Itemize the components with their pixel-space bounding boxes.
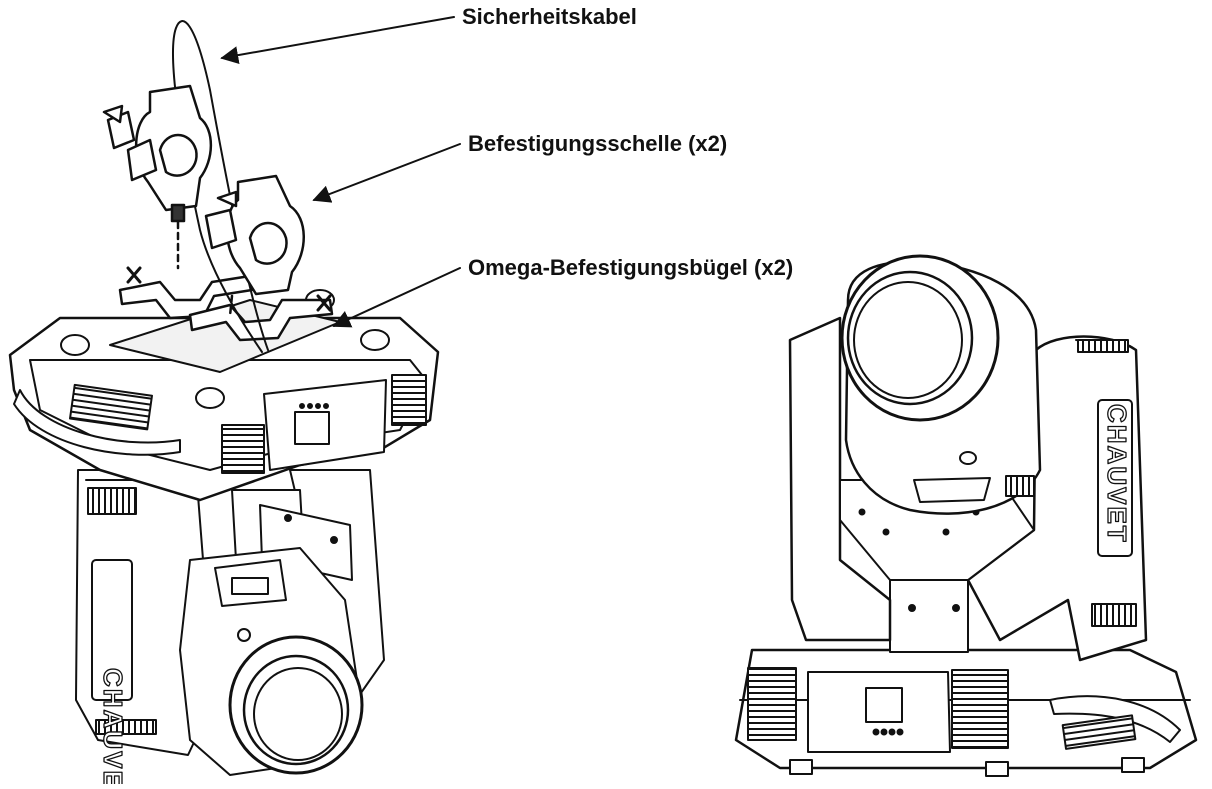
label-clamp: Befestigungsschelle (x2)	[468, 131, 728, 156]
inverted-moving-head: CHAUVET	[8, 20, 440, 789]
standing-moving-head: CHAUVET	[734, 254, 1198, 777]
leader-omega-bracket	[332, 267, 461, 328]
omega-bracket	[188, 298, 334, 342]
leader-clamp	[312, 143, 461, 203]
label-safety-cable: Sicherheitskabel	[462, 4, 637, 29]
brand-text-left: CHAUVET	[98, 668, 128, 784]
brand-text-right: CHAUVET	[1102, 404, 1132, 544]
label-omega-bracket: Omega-Befestigungsbügel (x2)	[468, 255, 794, 280]
clamp-lower	[204, 174, 305, 318]
omega-bracket	[118, 274, 254, 320]
leader-safety-cable	[220, 16, 455, 65]
clamp-upper	[102, 84, 213, 270]
